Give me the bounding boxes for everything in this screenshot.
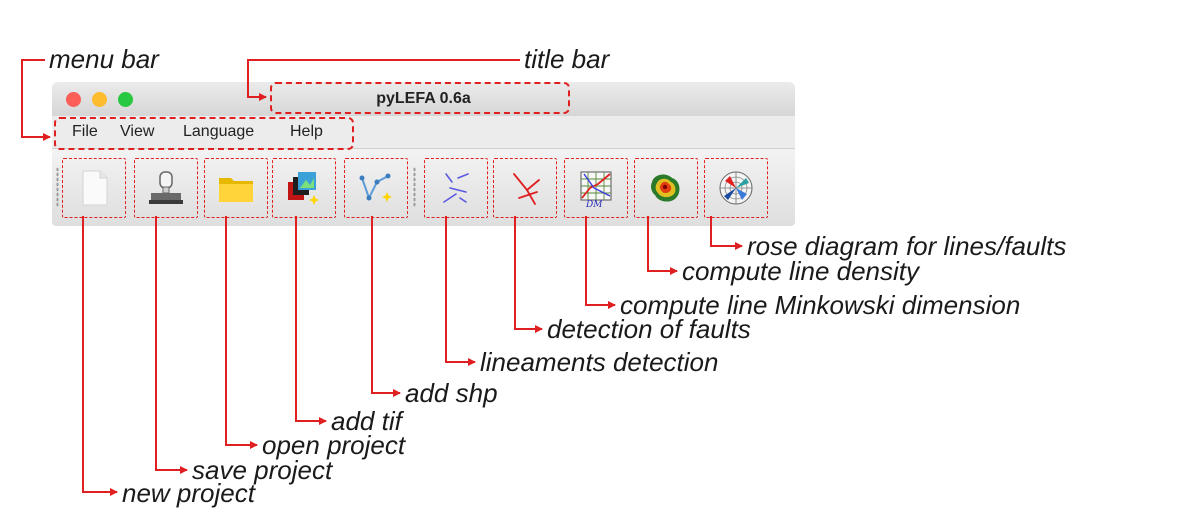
window-title: pyLEFA 0.6a	[376, 90, 471, 107]
minkowski-icon-text: DM	[585, 200, 603, 208]
close-button[interactable]	[66, 92, 81, 107]
label-detection-of-faults: detection of faults	[547, 314, 751, 344]
button-highlight	[204, 158, 268, 218]
rose-diagram-icon	[719, 171, 753, 205]
label-title-bar: title bar	[524, 44, 610, 74]
callout-new-project	[82, 216, 118, 496]
save-project-button[interactable]	[134, 158, 198, 218]
zoom-button[interactable]	[118, 92, 133, 107]
toolbar-grip[interactable]	[413, 167, 416, 207]
minkowski-grid-icon: DM	[580, 171, 612, 208]
button-highlight	[62, 158, 126, 218]
label-compute-minkowski: compute line Minkowski dimension	[620, 290, 1021, 320]
callout-minkowski	[585, 216, 616, 309]
density-map-icon	[651, 174, 680, 202]
button-highlight	[424, 158, 488, 218]
title-bar-highlight	[270, 82, 570, 114]
lineaments-detection-button[interactable]	[424, 158, 488, 218]
title-bar[interactable]: pyLEFA 0.6a	[52, 82, 795, 116]
compute-line-density-button[interactable]	[634, 158, 698, 218]
menu-language[interactable]: Language	[183, 123, 255, 140]
callout-title-bar	[247, 59, 520, 101]
stamp-save-icon	[149, 171, 183, 204]
label-add-tif: add tif	[331, 406, 402, 436]
add-shp-button[interactable]	[344, 158, 408, 218]
callout-rose	[710, 216, 743, 250]
add-shapefile-icon	[359, 173, 392, 202]
menu-bar: File View Language Help	[52, 116, 795, 149]
label-open-project: open project	[262, 430, 406, 460]
menu-view[interactable]: View	[120, 123, 155, 140]
faults-icon	[513, 173, 540, 205]
button-highlight	[344, 158, 408, 218]
button-highlight	[493, 158, 557, 218]
menu-file[interactable]: File	[72, 123, 98, 140]
button-highlight	[134, 158, 198, 218]
new-document-icon	[82, 170, 108, 206]
compute-minkowski-button[interactable]: DM	[564, 158, 628, 218]
minimize-button[interactable]	[92, 92, 107, 107]
button-highlight	[634, 158, 698, 218]
label-lineaments-detection: lineaments detection	[480, 347, 719, 377]
button-highlight	[564, 158, 628, 218]
menu-bar-highlight	[54, 117, 354, 150]
detection-of-faults-button[interactable]	[493, 158, 557, 218]
folder-icon	[219, 178, 253, 202]
new-project-button[interactable]	[62, 158, 126, 218]
app-window: pyLEFA 0.6a File View Language Help	[52, 82, 795, 226]
callout-lineaments	[445, 216, 476, 366]
callout-menu-bar	[21, 59, 51, 141]
callout-add-tif	[295, 216, 327, 425]
toolbar: DM	[52, 149, 795, 226]
callout-faults	[514, 216, 543, 333]
label-menu-bar: menu bar	[49, 44, 159, 74]
lineaments-icon	[443, 173, 469, 203]
label-save-project: save project	[192, 455, 333, 485]
label-new-project: new project	[122, 478, 255, 508]
label-add-shp: add shp	[405, 378, 498, 408]
button-highlight	[704, 158, 768, 218]
callout-open-project	[225, 216, 258, 449]
label-rose-diagram: rose diagram for lines/faults	[747, 231, 1067, 261]
toolbar-grip[interactable]	[56, 167, 59, 207]
callout-add-shp	[371, 216, 401, 397]
rose-diagram-button[interactable]	[704, 158, 768, 218]
open-project-button[interactable]	[204, 158, 268, 218]
add-tif-button[interactable]	[272, 158, 336, 218]
add-raster-icon	[288, 172, 319, 205]
menu-help[interactable]: Help	[290, 123, 323, 140]
callout-save-project	[155, 216, 188, 474]
callout-density	[647, 216, 678, 275]
button-highlight	[272, 158, 336, 218]
label-compute-density: compute line density	[682, 256, 920, 286]
